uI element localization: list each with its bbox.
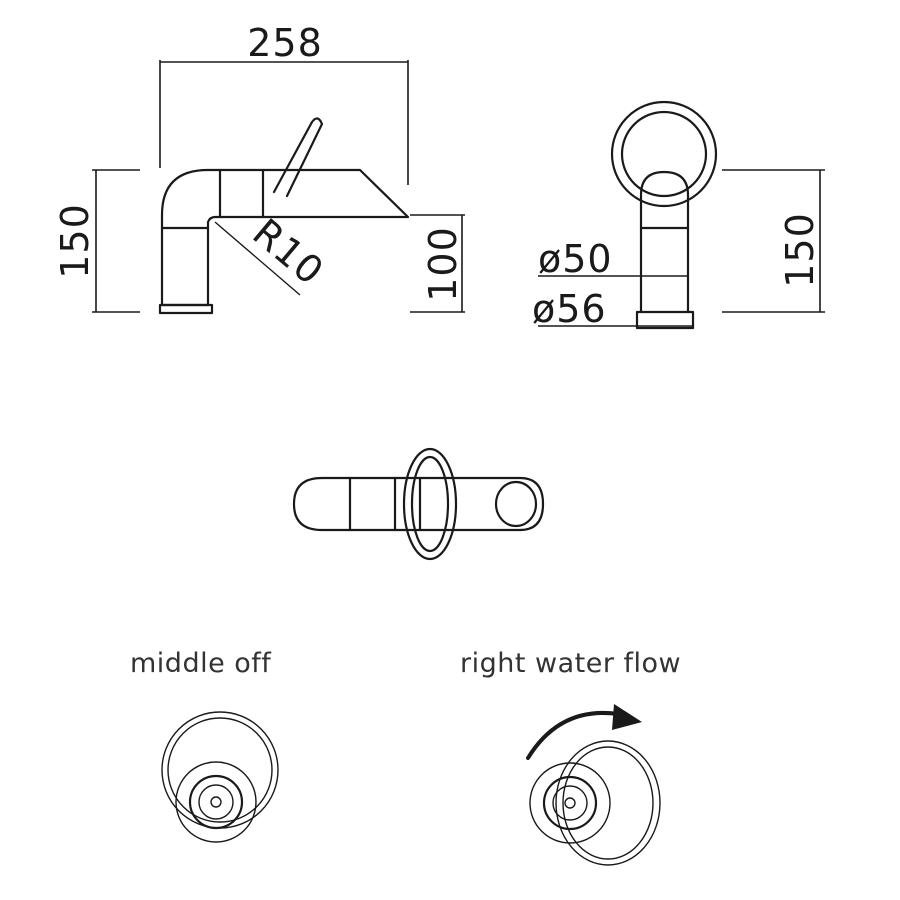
spout-height-dimension-line <box>410 214 465 313</box>
right-water-flow-label: right water flow <box>460 648 681 679</box>
right-ring-inner <box>562 746 654 860</box>
right-base-outer <box>529 762 611 844</box>
top-handle-ring-outer <box>402 447 458 561</box>
side-spout-body <box>639 170 690 314</box>
width-dimension: 258 <box>247 21 323 65</box>
width-dimension-line <box>159 60 409 185</box>
side-view: ø50 ø56 150 <box>532 100 825 331</box>
lever-handle <box>272 117 324 198</box>
middle-off-label: middle off <box>130 648 272 679</box>
middle-base-ring <box>188 774 244 830</box>
rotation-arrow-icon <box>526 711 620 760</box>
handle-ring-outer <box>610 100 718 208</box>
left-height-dimension: 150 <box>53 203 97 279</box>
middle-aerator <box>198 784 234 820</box>
right-height-dimension-line <box>722 169 825 313</box>
faucet-body <box>160 168 410 307</box>
arrow-head-icon <box>612 704 642 730</box>
right-center <box>564 797 576 809</box>
middle-center <box>210 796 222 808</box>
middle-ring-inner <box>167 717 273 823</box>
right-base-ring <box>542 775 598 831</box>
radius-dimension: R10 <box>244 210 332 294</box>
middle-off-diagram <box>161 711 279 843</box>
collar-lines <box>218 168 265 219</box>
base-ring <box>158 303 214 315</box>
front-view: 258 150 100 R10 <box>53 21 465 315</box>
handle-ring-inner <box>620 110 708 198</box>
radius-leader <box>214 221 301 296</box>
side-base-ring <box>635 310 695 330</box>
spout-height-dimension: 100 <box>421 226 465 302</box>
inner-diameter: ø50 <box>538 237 613 281</box>
top-handle-ring-inner <box>410 455 450 553</box>
right-height-dimension: 150 <box>778 212 822 288</box>
outer-diameter: ø56 <box>532 287 607 331</box>
right-aerator <box>552 785 588 821</box>
top-view <box>292 447 545 561</box>
top-body-outline <box>292 476 545 532</box>
top-collar-lines <box>348 476 422 532</box>
right-water-flow-diagram <box>526 704 661 866</box>
right-ring-outer <box>555 740 661 866</box>
left-height-dimension-line <box>92 169 140 313</box>
middle-ring-outer <box>161 711 279 829</box>
top-spout-outlet <box>494 480 538 528</box>
middle-base-outer <box>175 761 257 843</box>
